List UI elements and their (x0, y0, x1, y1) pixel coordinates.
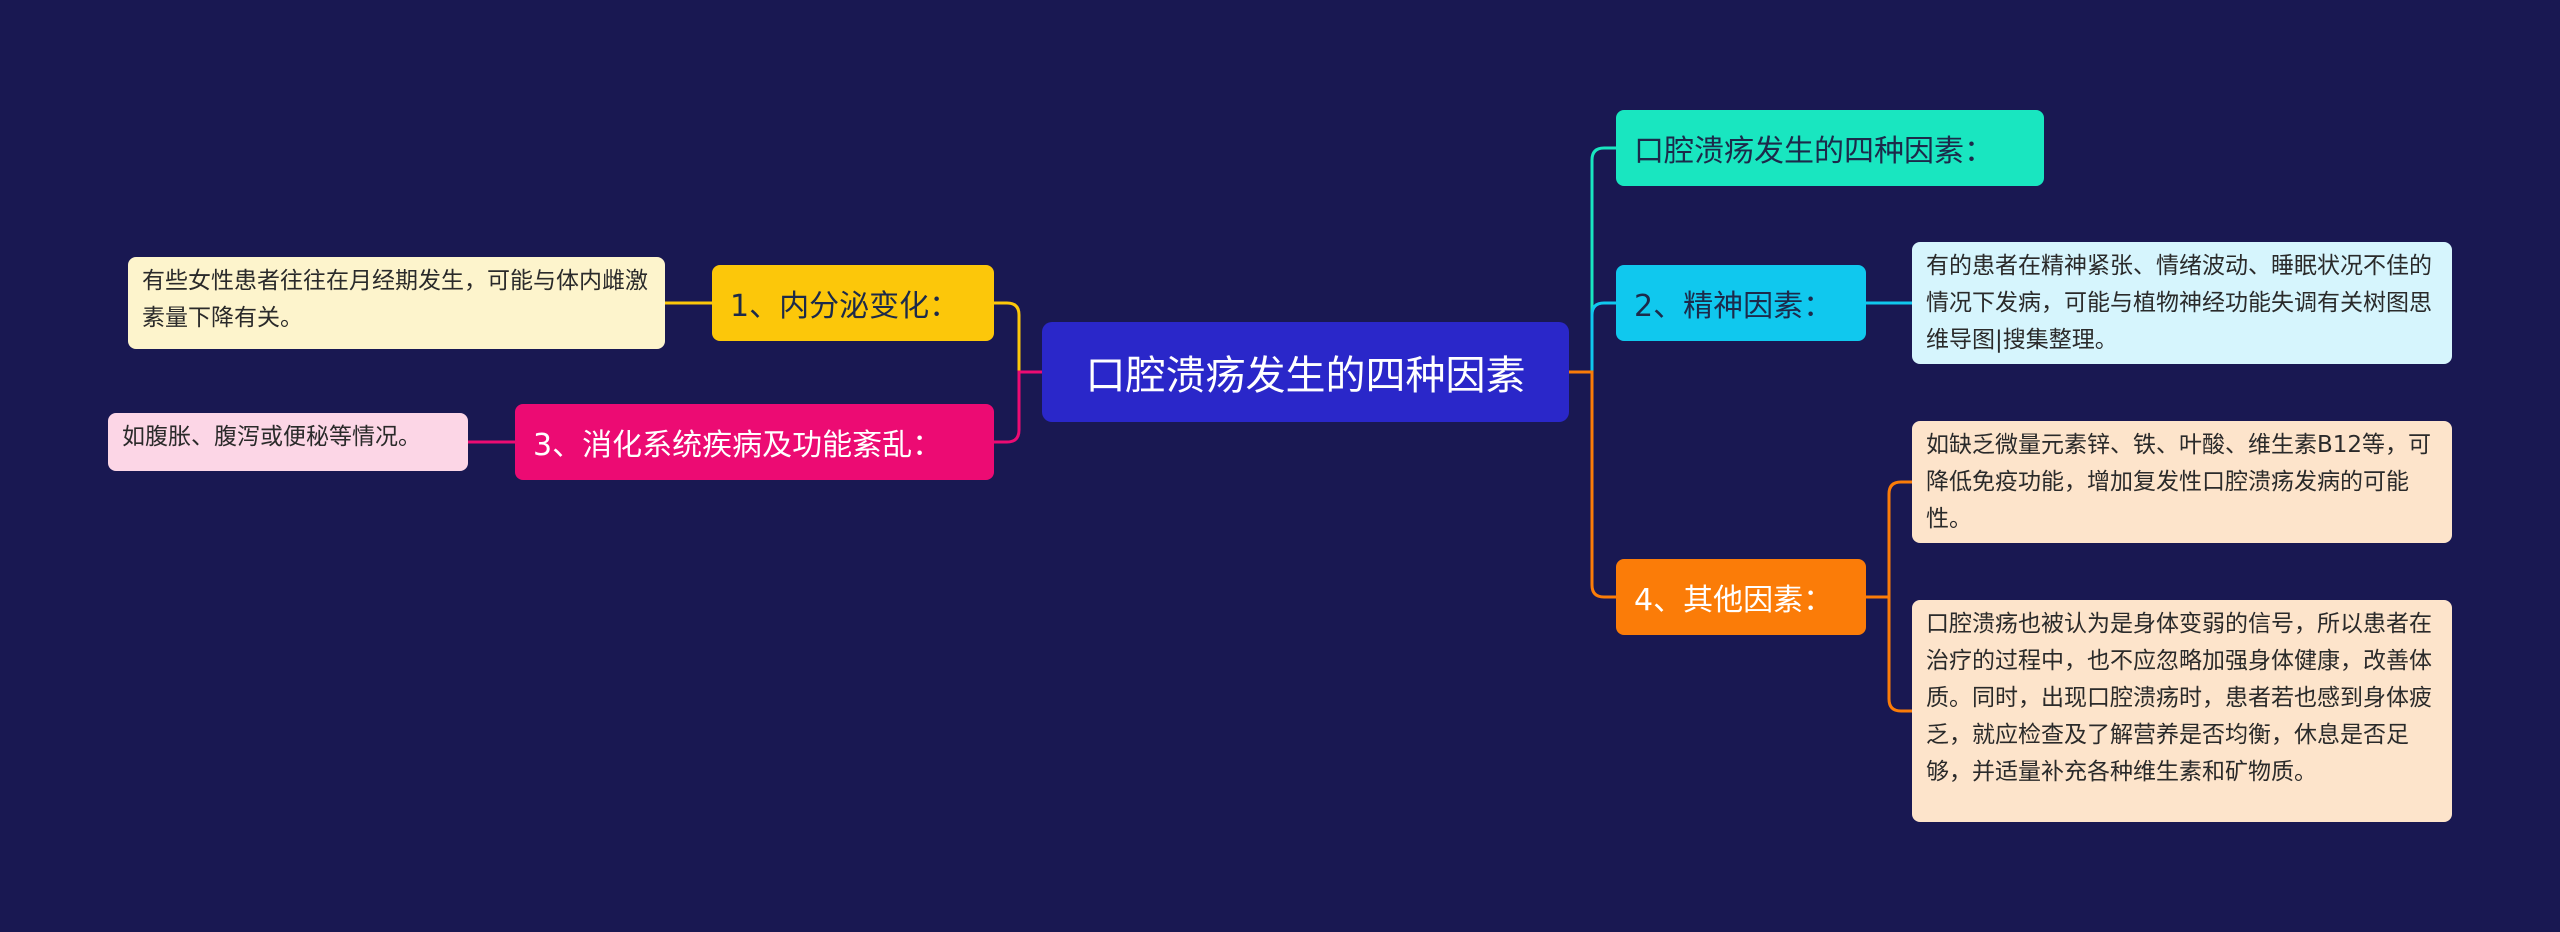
note-mental-factors: 有的患者在精神紧张、情绪波动、睡眠状况不佳的情况下发病，可能与植物神经功能失调有… (1912, 242, 2452, 364)
note-other-factors-nutrition: 如缺乏微量元素锌、铁、叶酸、维生素B12等，可降低免疫功能，增加复发性口腔溃疡发… (1912, 421, 2452, 543)
note-endocrine-changes: 有些女性患者往往在月经期发生，可能与体内雌激素量下降有关。 (128, 257, 665, 349)
note-other-factors-health-text: 口腔溃疡也被认为是身体变弱的信号，所以患者在治疗的过程中，也不应忽略加强身体健康… (1926, 611, 2432, 785)
branch-digestive-disorders[interactable]: 3、消化系统疾病及功能紊乱： (515, 404, 994, 480)
link-root-digestive-disorders (994, 370, 1042, 444)
link-root-other-factors (1569, 370, 1616, 599)
note-digestive-disorders-text: 如腹胀、腹泻或便秘等情况。 (122, 424, 421, 450)
link-root-endocrine-changes (994, 301, 1042, 374)
branch-factors-title[interactable]: 口腔溃疡发生的四种因素： (1616, 110, 2044, 186)
branch-factors-title-label: 口腔溃疡发生的四种因素： (1634, 134, 1994, 169)
note-other-factors-health: 口腔溃疡也被认为是身体变弱的信号，所以患者在治疗的过程中，也不应忽略加强身体健康… (1912, 600, 2452, 822)
link-root-mental-factors (1569, 301, 1616, 374)
branch-mental-factors[interactable]: 2、精神因素： (1616, 265, 1866, 341)
note-digestive-disorders: 如腹胀、腹泻或便秘等情况。 (108, 413, 468, 471)
branch-endocrine-changes[interactable]: 1、内分泌变化： (712, 265, 994, 341)
note-endocrine-changes-text: 有些女性患者往往在月经期发生，可能与体内雌激素量下降有关。 (142, 268, 648, 331)
note-mental-factors-text: 有的患者在精神紧张、情绪波动、睡眠状况不佳的情况下发病，可能与植物神经功能失调有… (1926, 253, 2432, 353)
root-topic[interactable]: 口腔溃疡发生的四种因素 (1042, 322, 1569, 422)
branch-endocrine-changes-label: 1、内分泌变化： (730, 289, 960, 324)
link-other-factors-note-2 (1866, 595, 1912, 713)
note-other-factors-nutrition-text: 如缺乏微量元素锌、铁、叶酸、维生素B12等，可降低免疫功能，增加复发性口腔溃疡发… (1926, 432, 2432, 532)
branch-digestive-disorders-label: 3、消化系统疾病及功能紊乱： (533, 428, 943, 463)
branch-mental-factors-label: 2、精神因素： (1634, 289, 1834, 324)
branch-other-factors[interactable]: 4、其他因素： (1616, 559, 1866, 635)
branch-other-factors-label: 4、其他因素： (1634, 583, 1834, 618)
root-topic-label: 口腔溃疡发生的四种因素 (1085, 353, 1526, 399)
link-other-factors-note-1 (1866, 480, 1912, 599)
